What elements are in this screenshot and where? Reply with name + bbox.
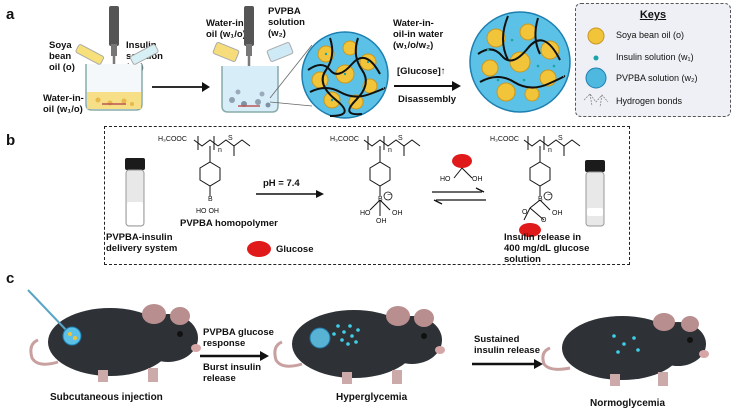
structure2-s: S [398, 135, 403, 142]
structure1-n: n [218, 147, 222, 154]
structure3-minus: − [547, 192, 552, 199]
ph-arrow [256, 190, 324, 198]
structure1-ho-oh: HO OH [196, 208, 219, 215]
structure1-b: B [208, 196, 213, 203]
water-in-oil-label-1: Water-in-oil (w₁/o) [43, 93, 84, 115]
insulin-dot-icon [593, 55, 599, 61]
structure3-formula: H₃COOC [490, 136, 519, 143]
vial-right [585, 160, 605, 227]
panel-a-letter: a [6, 6, 15, 23]
structure3-skeleton [519, 136, 581, 237]
keys-legend: Keys Soya bean oil (o) Insulin solution … [575, 3, 731, 117]
structure2-ho: HO [360, 210, 371, 217]
structure2-oh-bottom: OH [376, 218, 387, 225]
mouse-3-normoglycemia [541, 313, 709, 386]
structure3-oh: OH [552, 210, 563, 217]
glucose-increase-label: [Glucose]↑ [397, 66, 446, 77]
structure1-skeleton [193, 136, 251, 196]
structure2-b: B [378, 196, 383, 203]
key-label-oil: Soya bean oil (o) [616, 30, 685, 40]
key-label-insulin: Insulin solution (w₁) [616, 52, 694, 62]
disassembly-arrow [394, 81, 461, 91]
pour-tubes-1 [75, 44, 159, 65]
glucose-reactant [452, 154, 473, 179]
caption-normoglycemia: Normoglycemia [590, 398, 666, 409]
panel-c-letter: c [6, 270, 15, 287]
structure2-oh-right: OH [392, 210, 403, 217]
disassembly-label: Disassembly [398, 94, 457, 105]
mouse-2-hyperglycemia [273, 306, 445, 384]
homopolymer-label: PVPBA homopolymer [180, 218, 278, 229]
equilibrium-arrows [432, 187, 486, 205]
process-arrow-1 [152, 82, 210, 92]
glucose-legend-icon [247, 241, 271, 257]
pvpba-sphere-icon [585, 67, 607, 89]
structure2-n: n [388, 147, 392, 154]
emulsion-sphere-2-disassembled [469, 11, 571, 113]
structure2-skeleton [363, 136, 421, 216]
oil-droplet-icon [587, 27, 605, 45]
panel-b-box [104, 126, 630, 265]
caption-hyperglycemia: Hyperglycemia [336, 392, 408, 403]
panel-c-arrow-2 [472, 359, 543, 369]
water-in-oil-label-2: Water-in-oil (w₁/o) [206, 18, 247, 40]
structure3-o-2: O [541, 217, 547, 224]
structure3-b: B [538, 196, 543, 203]
glucose-legend-label: Glucose [276, 244, 314, 255]
glucose-ho: HO [440, 176, 451, 183]
structure1-formula: H₃COOC [158, 136, 187, 143]
panel-c-arrow-1 [200, 351, 269, 361]
structure3-s: S [558, 135, 563, 142]
ph-label: pH = 7.4 [263, 178, 300, 189]
mouse-1-injection [27, 289, 201, 382]
keys-title: Keys [639, 9, 667, 21]
structure1-s: S [228, 135, 233, 142]
structure2-minus: − [387, 192, 392, 199]
hydrogen-bond-icon [583, 93, 609, 108]
w1-o-w2-label: Water-in-oil-in water(w₁/o/w₂) [393, 18, 444, 51]
vial-left [125, 158, 145, 227]
beaker-1-illustration [85, 6, 143, 111]
zoom-lines [269, 44, 313, 107]
caption-subcutaneous: Subcutaneous injection [50, 392, 163, 403]
structure3-n: n [548, 147, 552, 154]
key-label-pvpba: PVPBA solution (w₂) [616, 73, 698, 83]
panel-b-letter: b [6, 132, 16, 149]
structure3-o-1: O [522, 209, 528, 216]
structure2-formula: H₃COOC [330, 136, 359, 143]
emulsion-sphere-1 [301, 31, 389, 119]
glucose-oh: OH [472, 176, 483, 183]
key-label-hydrogen: Hydrogen bonds [616, 96, 683, 106]
beaker-2-illustration [212, 6, 294, 113]
